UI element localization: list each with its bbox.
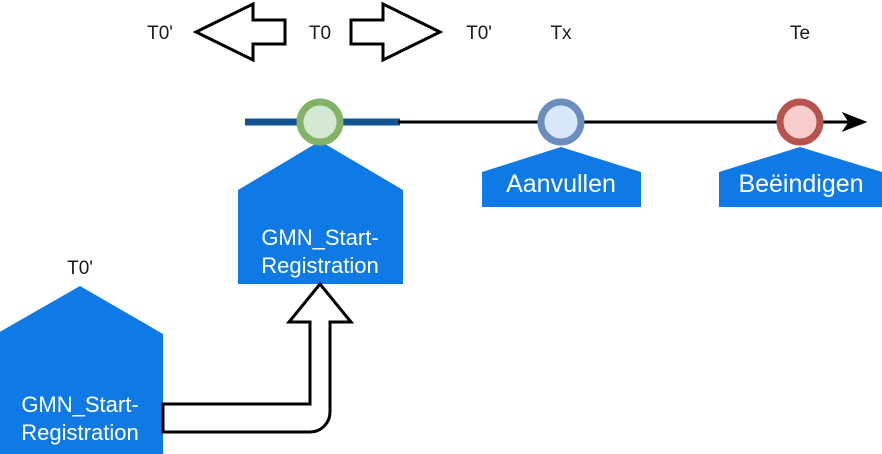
time-label-t0-prime-left: T0': [147, 23, 173, 44]
shift-left-arrow: [192, 1, 287, 63]
box-beeindigen-label: Beëindigen: [738, 170, 863, 198]
box-gmn-start-registration-t0-line1: GMN_Start-: [261, 225, 378, 250]
node-t0-start-icon[interactable]: [296, 98, 344, 146]
node-te-end-icon[interactable]: [776, 98, 824, 146]
node-tx-mid-icon[interactable]: [537, 98, 585, 146]
time-label-te: Te: [790, 23, 810, 44]
box-gmn-start-registration-t0-line2: Registration: [261, 253, 378, 278]
time-label-t0: T0: [309, 23, 331, 44]
box-gmn-start-registration-t0-prime-line2: Registration: [21, 420, 138, 445]
box-gmn-start-registration-t0-prime-line1: GMN_Start-: [21, 392, 138, 417]
time-label-t0-prime-right: T0': [466, 23, 492, 44]
timeline-arrowhead-icon: [841, 111, 868, 133]
shift-right-arrow: [349, 1, 444, 63]
box-aanvullen-label: Aanvullen: [506, 170, 616, 198]
box-aanvullen[interactable]: Aanvullen: [482, 147, 641, 207]
box-gmn-start-registration-t0[interactable]: GMN_Start- Registration: [238, 141, 403, 284]
box-beeindigen[interactable]: Beëindigen: [719, 147, 882, 207]
time-label-t0-prime-bottom: T0': [67, 258, 93, 279]
connector-t0prime-to-t0-arrow: [161, 281, 355, 434]
box-gmn-start-registration-t0-prime[interactable]: GMN_Start- Registration: [0, 286, 163, 454]
time-label-tx: Tx: [550, 23, 572, 44]
